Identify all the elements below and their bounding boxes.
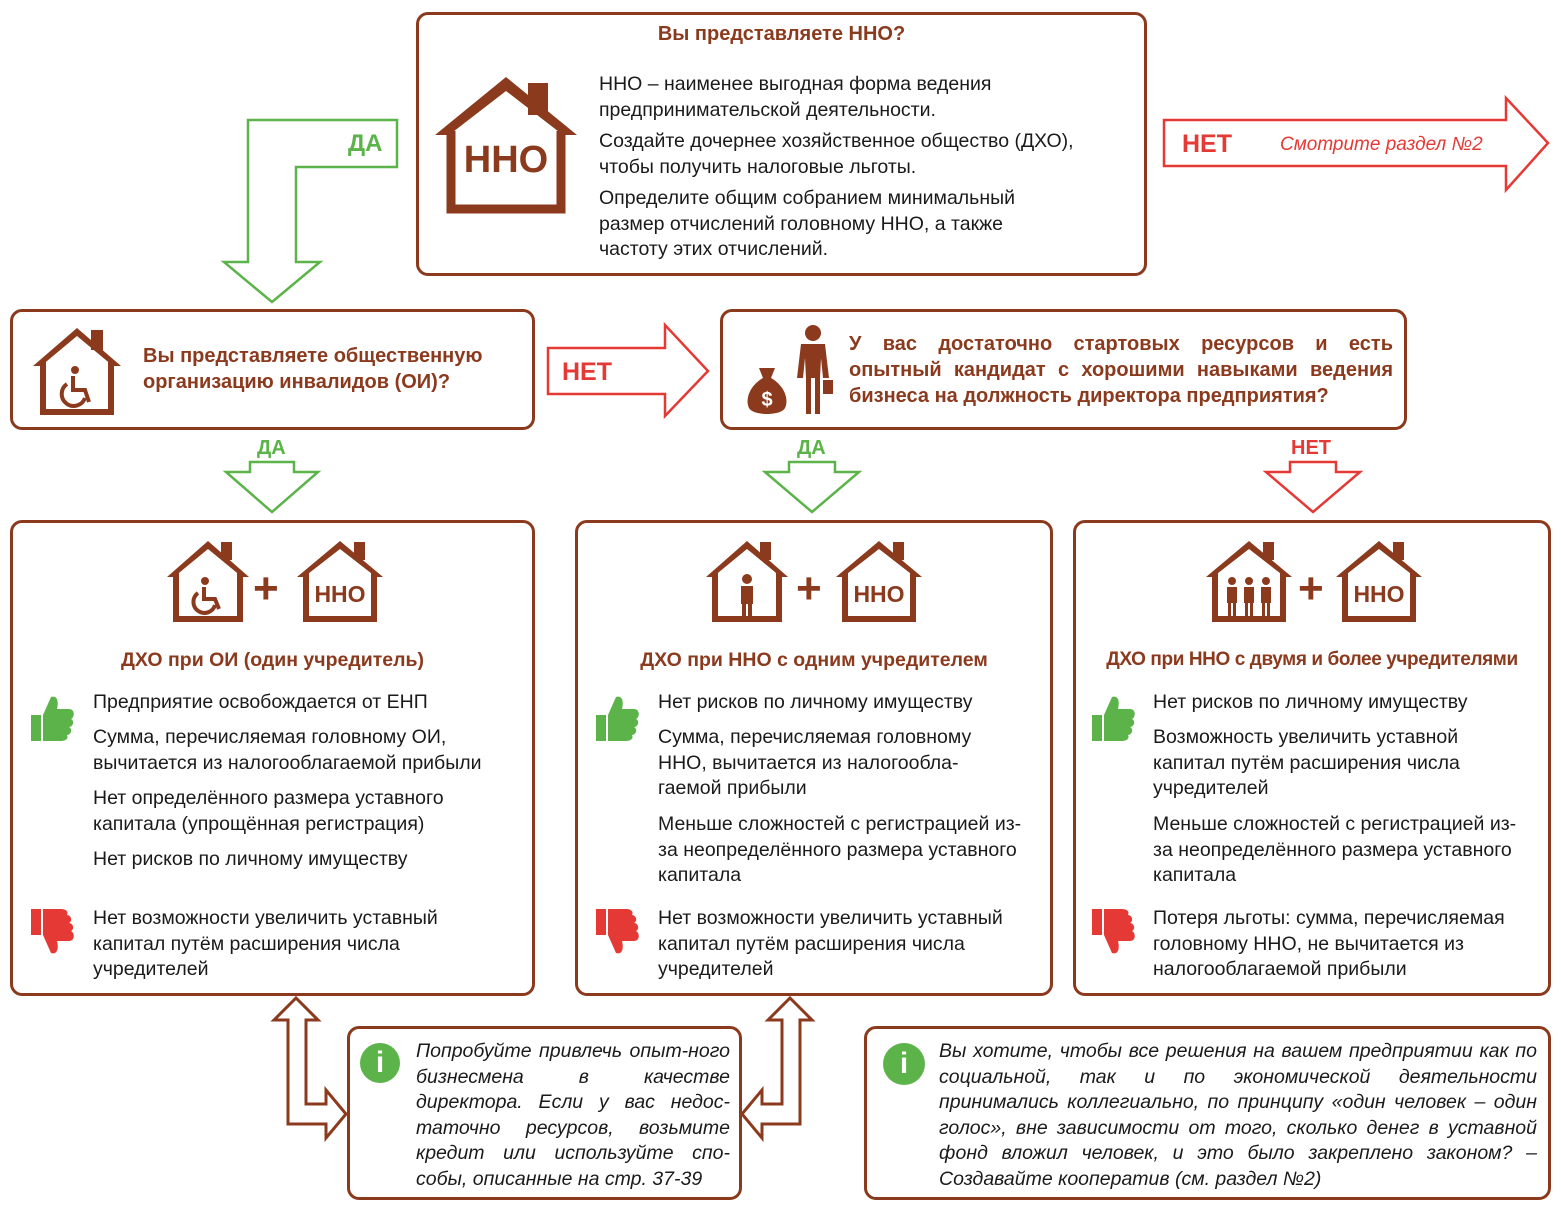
info-director-text: Попробуйте привлечь опыт-ного бизнесмена… <box>416 1040 730 1190</box>
businesswoman-shape <box>797 325 833 414</box>
svg-text:$: $ <box>761 389 772 411</box>
card-oi-pro-2: Сумма, перечисляемая головному ОИ, вычит… <box>93 726 482 774</box>
businesswoman-icon <box>793 324 833 416</box>
top-paragraph-3: Определите общим собранием минимальный р… <box>599 187 1016 260</box>
person-house-icon <box>706 541 788 622</box>
top-question-title: Вы представляете ННО? <box>657 23 906 45</box>
plus-icon: + <box>1298 564 1324 613</box>
oi-house-icon <box>33 326 121 415</box>
top-paragraph-2: Создайте дочернее хозяйственное общество… <box>599 130 1074 178</box>
oi-yes-arrow <box>222 460 322 514</box>
thumbs-up-icon <box>31 696 74 741</box>
thumbs-down-icon <box>1092 909 1135 954</box>
card-nno-single-con-1: Нет возможности увеличить уставный капит… <box>658 907 1003 980</box>
oi-no-label: НЕТ <box>562 358 612 386</box>
card-oi-pro-3: Нет определённого размера уставного капи… <box>93 787 444 835</box>
top-yes-arrow <box>220 118 399 304</box>
nno-house-icon: ННО <box>433 73 579 214</box>
oi-question-box: Вы представляете общественную организаци… <box>10 309 535 430</box>
card-nno-multi-pro-3: Меньше сложностей с регистрацией из-за н… <box>1153 813 1517 886</box>
oi-house-small-icon <box>167 541 249 622</box>
oi-yes-label: ДА <box>257 437 286 459</box>
resources-question-box: $ У вас достаточно стартовых ресурсов и … <box>720 309 1407 430</box>
card-oi-con-1: Нет возможности увеличить уставный капит… <box>93 907 438 980</box>
card-nno-multi-title: ДХО при ННО с двумя и более учредителями <box>1106 649 1518 670</box>
oi-house-shape <box>33 328 121 415</box>
card-nno-multi-pro-1: Нет рисков по личному имуществу <box>1153 691 1468 713</box>
top-no-note: Смотрите раздел №2 <box>1280 134 1483 155</box>
res-no-arrow <box>1262 460 1364 514</box>
card-oi-title: ДХО при ОИ (один учредитель) <box>121 649 424 671</box>
nno-house-small-label: ННО <box>1353 581 1405 607</box>
thumbs-up-icon <box>596 696 639 741</box>
top-yes-label: ДА <box>348 130 383 157</box>
nno-house-small-icon <box>297 541 383 622</box>
card-oi-pro-1: Предприятие освобождается от ЕНП <box>93 691 428 713</box>
nno-house-small-icon <box>1336 541 1422 622</box>
card-oi-pro-4: Нет рисков по личному имуществу <box>93 848 408 870</box>
res-yes-arrow <box>761 460 863 514</box>
nno-house-small-label: ННО <box>853 581 905 607</box>
plus-icon: + <box>796 564 822 613</box>
house-shape <box>435 77 577 214</box>
card-nno-single-title: ДХО при ННО с одним учредителем <box>640 649 988 671</box>
info-icon: i <box>883 1043 925 1085</box>
info-box-cooperative: i Вы хотите, чтобы все решения на вашем … <box>864 1026 1551 1200</box>
thumbs-down-icon <box>31 909 74 954</box>
card-nno-single-pro-3: Меньше сложностей с регистрацией из-за н… <box>658 813 1022 886</box>
top-no-arrow <box>1162 94 1550 194</box>
card-nno-single-pro-2: Сумма, перечисляемая головному ННО, вычи… <box>658 726 972 799</box>
card-nno-single: + ННО ДХО при ННО с одним учредителем Не… <box>575 520 1053 996</box>
thumbs-up-icon <box>1092 696 1135 741</box>
info-icon: i <box>360 1043 400 1083</box>
money-bag-icon: $ <box>745 366 789 416</box>
people-house-icon <box>1206 541 1292 622</box>
right-bent-arrow <box>740 995 816 1143</box>
card-nno-multi: + ННО ДХО при ННО с двумя и более учреди… <box>1073 520 1551 996</box>
card-oi: + ННО ДХО при ОИ (один учредитель) Предп… <box>10 520 535 996</box>
nno-house-small-icon <box>836 541 922 622</box>
plus-icon: + <box>253 564 279 613</box>
card-nno-single-pro-1: Нет рисков по личному имуществу <box>658 691 973 713</box>
res-yes-label: ДА <box>797 437 826 459</box>
card-nno-multi-con-1: Потеря льготы: сумма, перечисляемая голо… <box>1153 907 1505 980</box>
left-bent-arrow <box>270 995 348 1143</box>
nno-house-small-label: ННО <box>314 581 366 607</box>
oi-question-text: Вы представляете общественную организаци… <box>143 345 483 393</box>
top-question-box: Вы представляете ННО? ННО ННО – наименее… <box>416 12 1147 276</box>
res-no-label: НЕТ <box>1291 437 1331 459</box>
info-box-director: i Попробуйте привлечь опыт-ного бизнесме… <box>347 1026 742 1200</box>
money-bag-shape: $ <box>747 368 787 414</box>
nno-house-label: ННО <box>463 139 549 181</box>
resources-question-text: У вас достаточно стартовых ресурсов и ес… <box>849 333 1393 407</box>
oi-no-arrow <box>546 321 710 420</box>
top-paragraph-1: ННО – наименее выгодная форма ведения пр… <box>599 73 992 121</box>
thumbs-down-icon <box>596 909 639 954</box>
info-cooperative-text: Вы хотите, чтобы все решения на вашем пр… <box>939 1040 1537 1190</box>
top-no-label: НЕТ <box>1182 130 1232 158</box>
card-nno-multi-pro-2: Возможность увеличить уставной капитал п… <box>1153 726 1460 799</box>
